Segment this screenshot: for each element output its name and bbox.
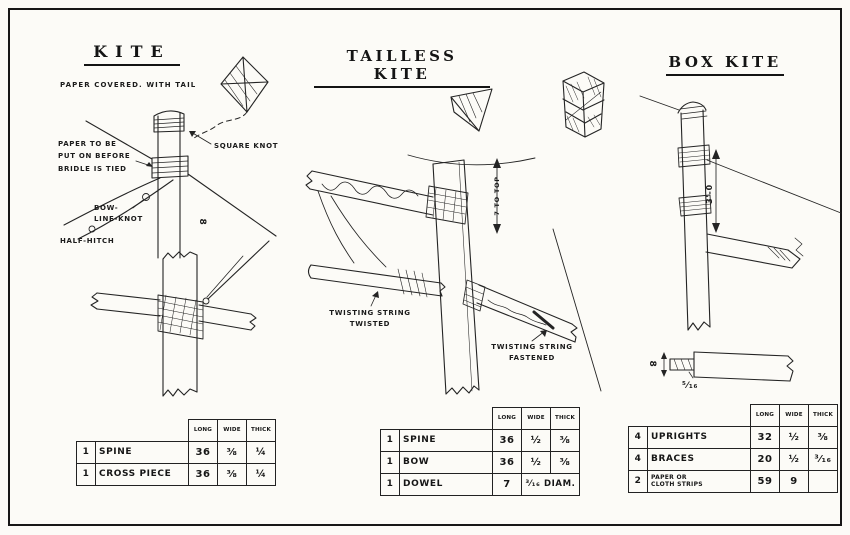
qty-cell: 1 bbox=[76, 440, 96, 464]
col-header-thick: THICK bbox=[550, 407, 580, 430]
square-knot-label: SQUARE KNOT bbox=[214, 142, 279, 150]
spacer-cell bbox=[96, 420, 189, 442]
wide-cell: ½ bbox=[779, 447, 809, 471]
thick-cell: ³⁄₁₆ bbox=[808, 447, 838, 471]
spacer-cell bbox=[77, 420, 96, 442]
box-height-dimension-label: 3'-0 bbox=[705, 184, 714, 204]
long-cell: 59 bbox=[750, 469, 780, 493]
wide-cell: ½ bbox=[521, 428, 551, 452]
tailless-section-title: TAILLESS KITE bbox=[314, 47, 490, 88]
part-name-cell: SPINE bbox=[399, 428, 493, 452]
qty-cell: 2 bbox=[628, 469, 648, 493]
twisting-string-twisted-label: TWISTING STRING TWISTED bbox=[329, 309, 411, 329]
wide-cell: ½ bbox=[521, 450, 551, 474]
box-stick-end-detail bbox=[661, 351, 794, 382]
long-cell: 36 bbox=[188, 462, 218, 486]
table-row: 1 BOW 36 ½ ⅜ bbox=[380, 450, 580, 474]
kite-parts-table: LONG WIDE THICK 1 SPINE 36 ⅜ ¼ 1 CROSS P… bbox=[76, 419, 276, 486]
bowline-knot-label: BOW- LINE-KNOT bbox=[94, 204, 143, 224]
tailless-frame-detail bbox=[305, 158, 602, 395]
col-header-wide: WIDE bbox=[779, 404, 809, 427]
long-cell: 36 bbox=[188, 440, 218, 464]
long-cell: 7 bbox=[492, 472, 522, 496]
thick-cell: ⅜ bbox=[808, 425, 838, 449]
col-header-thick: THICK bbox=[808, 404, 838, 427]
half-hitch-label: HALF-HITCH bbox=[60, 237, 115, 245]
col-header-long: LONG bbox=[492, 407, 522, 430]
kite-cross-joint-detail bbox=[90, 240, 270, 397]
thick-cell: ⅜ bbox=[550, 450, 580, 474]
kite-bridle-detail bbox=[63, 110, 277, 259]
spacer-cell bbox=[381, 408, 400, 430]
part-name-cell: DOWEL bbox=[399, 472, 493, 496]
table-row: 4 UPRIGHTS 32 ½ ⅜ bbox=[628, 425, 838, 449]
page-border bbox=[8, 8, 842, 526]
part-name-cell: SPINE bbox=[95, 440, 189, 464]
col-header-wide: WIDE bbox=[521, 407, 551, 430]
col-header-long: LONG bbox=[188, 419, 218, 442]
long-cell: 36 bbox=[492, 428, 522, 452]
col-header-long: LONG bbox=[750, 404, 780, 427]
col-header-wide: WIDE bbox=[217, 419, 247, 442]
table-row: 2 PAPER OR CLOTH STRIPS 59 9 bbox=[628, 469, 838, 493]
wide-cell: 9 bbox=[779, 469, 809, 493]
part-name-cell: PAPER OR CLOTH STRIPS bbox=[647, 469, 751, 493]
wide-cell: ⅜ bbox=[217, 462, 247, 486]
kite-dim-8: 8 bbox=[197, 218, 207, 226]
to-top-dimension-label: 7 TO TOP bbox=[493, 176, 501, 216]
thick-cell: ¼ bbox=[246, 440, 276, 464]
paper-note-label: PAPER TO BE PUT ON BEFORE BRIDLE IS TIED bbox=[58, 140, 131, 173]
tailless-parts-table: LONG WIDE THICK 1 SPINE 36 ½ ⅜ 1 BOW 36 … bbox=[380, 407, 580, 496]
box-dim-8: 8 bbox=[647, 360, 657, 368]
thick-cell bbox=[808, 469, 838, 493]
qty-cell: 4 bbox=[628, 447, 648, 471]
part-name-cell: BOW bbox=[399, 450, 493, 474]
box-parts-table: LONG WIDE THICK 4 UPRIGHTS 32 ½ ⅜ 4 BRAC… bbox=[628, 404, 838, 493]
table-header-row: LONG WIDE THICK bbox=[381, 407, 580, 430]
table-header-row: LONG WIDE THICK bbox=[629, 404, 838, 427]
thick-cell: ¼ bbox=[246, 462, 276, 486]
long-cell: 20 bbox=[750, 447, 780, 471]
qty-cell: 1 bbox=[380, 472, 400, 496]
spacer-cell bbox=[400, 408, 493, 430]
table-row: 1 DOWEL 7 ³⁄₁₆ DIAM. bbox=[380, 472, 580, 496]
box-section-title: BOX KITE bbox=[666, 53, 784, 76]
tailless-kite-sketch bbox=[407, 88, 536, 166]
qty-cell: 4 bbox=[628, 425, 648, 449]
table-row: 1 SPINE 36 ½ ⅜ bbox=[380, 428, 580, 452]
table-header-row: LONG WIDE THICK bbox=[77, 419, 276, 442]
twisting-string-fastened-label: TWISTING STRING FASTENED bbox=[491, 343, 573, 363]
box-frame-detail bbox=[639, 95, 842, 331]
kite-subtitle: PAPER COVERED. WITH TAIL bbox=[60, 81, 197, 89]
kite-section-title: KITE bbox=[84, 42, 180, 66]
kite-sketch bbox=[192, 56, 269, 140]
wide-cell: ½ bbox=[779, 425, 809, 449]
box-dim-5-16: ⁵⁄₁₆ bbox=[682, 381, 699, 391]
part-name-cell: UPRIGHTS bbox=[647, 425, 751, 449]
part-name-cell: CROSS PIECE bbox=[95, 462, 189, 486]
thick-cell: ⅜ bbox=[550, 428, 580, 452]
part-name-cell: BRACES bbox=[647, 447, 751, 471]
long-cell: 36 bbox=[492, 450, 522, 474]
table-row: 1 CROSS PIECE 36 ⅜ ¼ bbox=[76, 462, 276, 486]
col-header-thick: THICK bbox=[246, 419, 276, 442]
qty-cell: 1 bbox=[380, 428, 400, 452]
wide-cell: ⅜ bbox=[217, 440, 247, 464]
diameter-cell: ³⁄₁₆ DIAM. bbox=[521, 472, 580, 496]
long-cell: 32 bbox=[750, 425, 780, 449]
table-row: 1 SPINE 36 ⅜ ¼ bbox=[76, 440, 276, 464]
spacer-cell bbox=[629, 405, 648, 427]
spacer-cell bbox=[648, 405, 751, 427]
qty-cell: 1 bbox=[76, 462, 96, 486]
table-row: 4 BRACES 20 ½ ³⁄₁₆ bbox=[628, 447, 838, 471]
qty-cell: 1 bbox=[380, 450, 400, 474]
box-kite-sketch bbox=[562, 71, 605, 138]
